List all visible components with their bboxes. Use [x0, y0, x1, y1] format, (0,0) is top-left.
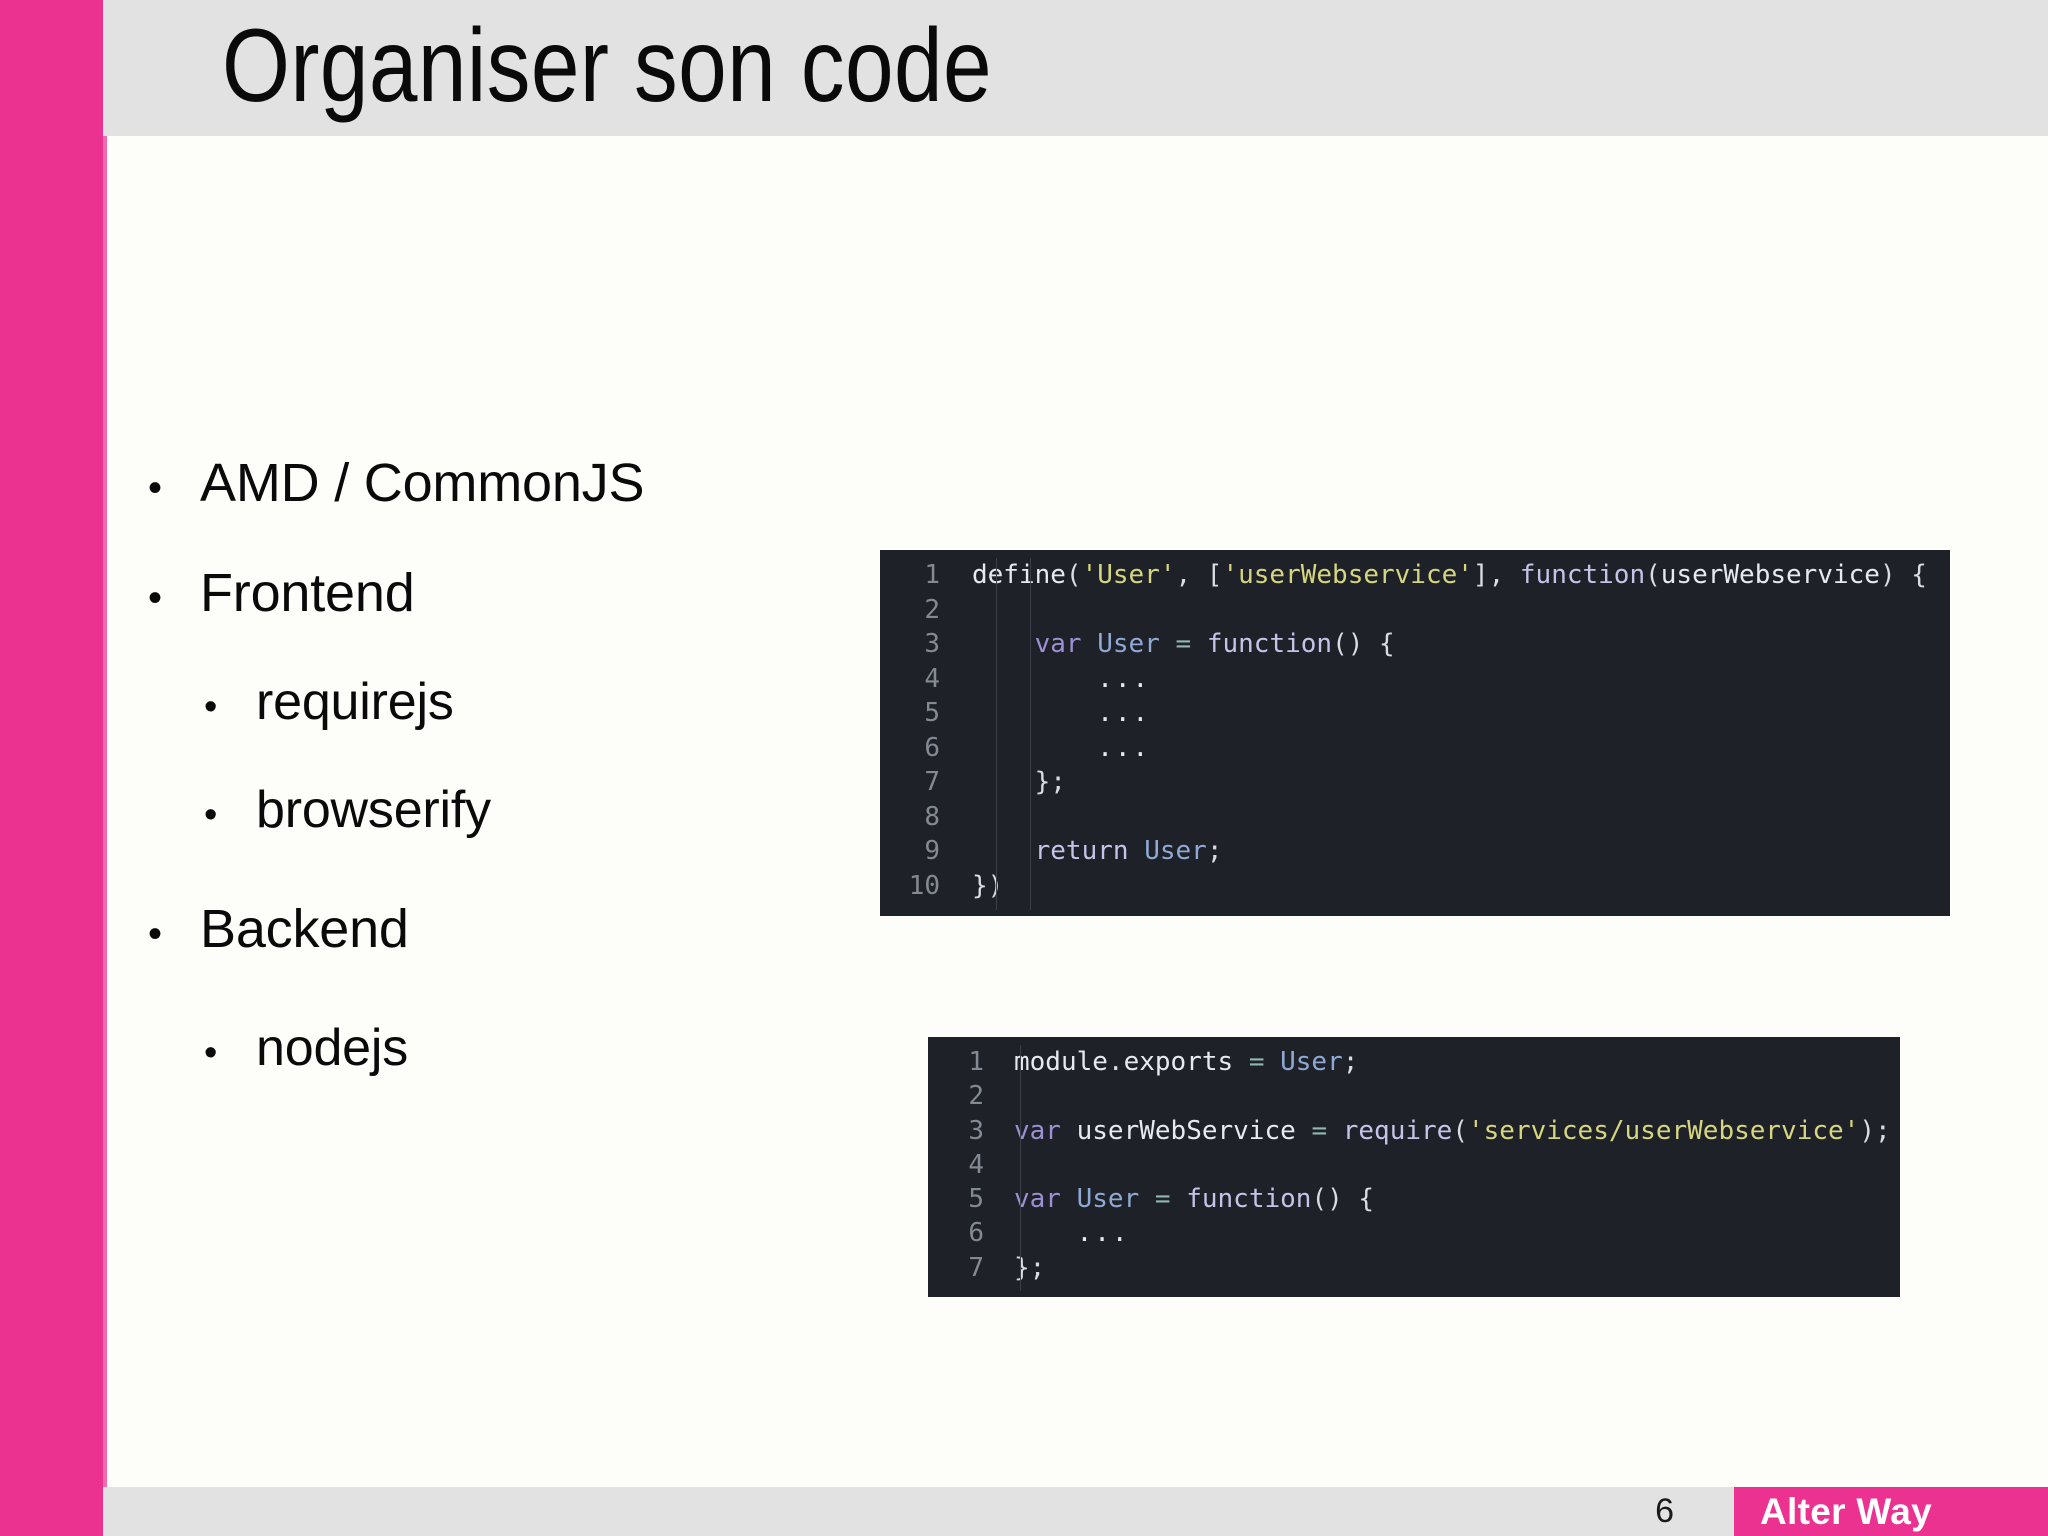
list-item: • Frontend	[148, 562, 908, 624]
code-line: })	[972, 870, 1004, 901]
list-item-label: nodejs	[256, 1019, 409, 1077]
code-line-number: 7	[968, 1252, 984, 1283]
list-item-label: Backend	[200, 899, 409, 959]
list-item: • requirejs	[204, 672, 908, 732]
code-line-number: 5	[968, 1184, 984, 1215]
code-line: ...	[1097, 663, 1151, 694]
code-line-number: 3	[924, 629, 940, 659]
code-line: };	[1034, 767, 1066, 797]
code-content: module.exports = User; var userWebServic…	[1000, 1045, 1900, 1291]
code-line: module.exports = User;	[1014, 1047, 1359, 1077]
list-item: • nodejs	[204, 1018, 908, 1078]
code-line: var User = function() {	[1014, 1184, 1375, 1215]
code-line-number: 9	[924, 836, 940, 866]
indent-guide	[1020, 1045, 1021, 1291]
list-item-label: browserify	[256, 781, 491, 839]
code-line: ...	[1076, 1218, 1130, 1249]
alter-way-logo: Alter Way	[1734, 1487, 2048, 1536]
code-line-number: 10	[908, 870, 940, 901]
page-title: Organiser son code	[222, 8, 992, 124]
list-item-label: requirejs	[256, 673, 454, 731]
code-line-number: 2	[968, 1081, 984, 1112]
indent-guide	[1030, 558, 1031, 910]
slide-header-bar	[103, 0, 2048, 136]
code-line	[972, 593, 1950, 628]
bullet-marker-icon: •	[148, 576, 163, 620]
list-item-label: Frontend	[200, 563, 415, 623]
bullet-marker-icon: •	[204, 686, 218, 728]
list-item: • browserify	[204, 780, 908, 840]
code-gutter: 1 2 3 4 5 6 7 8 9 10	[880, 558, 958, 910]
code-line: ...	[1097, 732, 1151, 763]
code-line: var userWebService = require('services/u…	[1014, 1115, 1891, 1146]
indent-guide	[996, 558, 997, 910]
code-line-number: 4	[968, 1149, 984, 1180]
code-line-number: 2	[924, 594, 940, 625]
code-content: define('User', ['userWebservice'], funct…	[958, 558, 1950, 910]
bullet-marker-icon: •	[148, 466, 163, 510]
code-line-number: 6	[968, 1218, 984, 1249]
bullet-marker-icon: •	[204, 794, 218, 836]
code-block-amd-define: 1 2 3 4 5 6 7 8 9 10 define('User', ['us…	[880, 550, 1950, 916]
bullet-list: • AMD / CommonJS • Frontend • requirejs …	[148, 452, 908, 1126]
code-line: return User;	[1034, 836, 1223, 866]
slide-footer-bar	[103, 1487, 2048, 1536]
code-line: define('User', ['userWebservice'], funct…	[972, 560, 1927, 590]
code-line: var User = function() {	[1034, 629, 1395, 659]
code-line-number: 5	[924, 698, 940, 728]
logo-text: Alter Way	[1760, 1491, 1932, 1532]
code-line-number: 1	[924, 560, 940, 590]
code-line	[972, 800, 1950, 835]
code-line-number: 6	[924, 732, 940, 763]
list-item: • AMD / CommonJS	[148, 452, 908, 514]
code-line-number: 3	[968, 1115, 984, 1146]
bullet-marker-icon: •	[204, 1032, 218, 1074]
left-accent-bar-edge	[103, 0, 107, 1536]
code-gutter: 1 2 3 4 5 6 7	[928, 1045, 1000, 1291]
code-line: };	[1014, 1252, 1046, 1283]
left-accent-bar	[0, 0, 103, 1536]
bullet-marker-icon: •	[148, 912, 163, 956]
page-number: 6	[1655, 1492, 1674, 1530]
code-line-number: 7	[924, 767, 940, 797]
list-item-label: AMD / CommonJS	[200, 453, 645, 513]
code-block-commonjs-module: 1 2 3 4 5 6 7 module.exports = User; var…	[928, 1037, 1900, 1297]
code-line	[1014, 1148, 1900, 1182]
code-line-number: 8	[924, 801, 940, 832]
code-line: ...	[1097, 698, 1151, 728]
code-line-number: 4	[924, 663, 940, 694]
list-item: • Backend	[148, 898, 908, 960]
code-line	[1014, 1079, 1900, 1113]
code-line-number: 1	[968, 1047, 984, 1077]
